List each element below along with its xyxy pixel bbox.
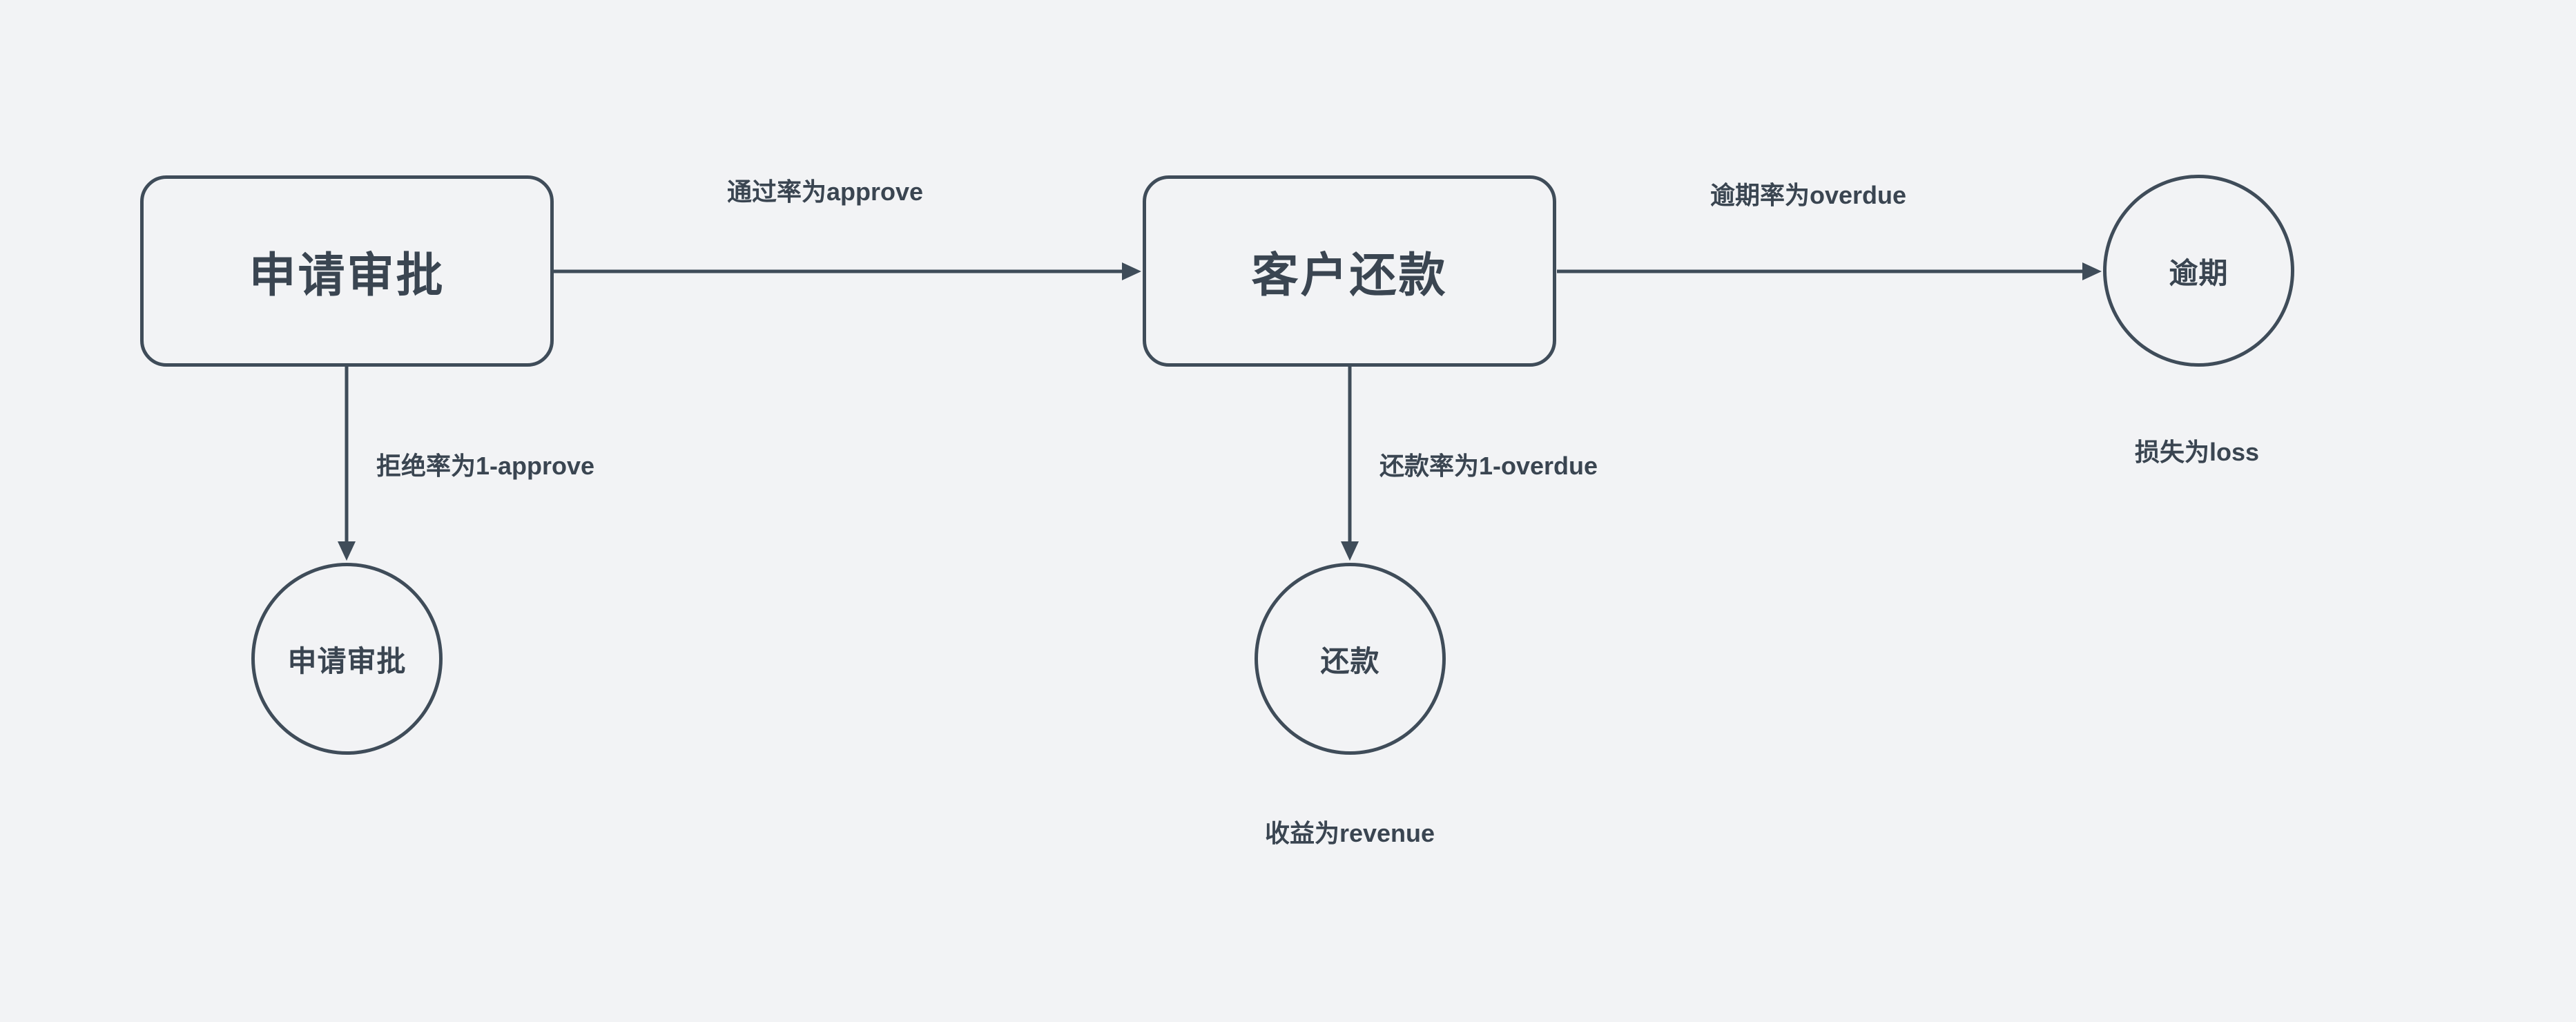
arrowhead-right-icon	[1122, 262, 1141, 280]
arrowhead-down-icon	[1341, 541, 1359, 561]
node-approval-label: 申请审批	[249, 249, 445, 302]
node-repaid-terminal: 还款	[1255, 563, 1446, 755]
edge-overdue	[1557, 262, 2102, 280]
node-reject-terminal: 申请审批	[251, 563, 443, 755]
edge-label-approve-rate: 通过率为approve	[727, 177, 924, 206]
node-repayment-label: 客户还款	[1251, 249, 1448, 302]
note-revenue: 收益为revenue	[1264, 819, 1435, 847]
edge-label-reject-rate: 拒绝率为1-approve	[376, 452, 595, 480]
edge-label-overdue-rate: 逾期率为overdue	[1710, 181, 1907, 209]
node-customer-repayment: 客户还款	[1143, 175, 1556, 367]
node-repaid-terminal-label: 还款	[1320, 644, 1380, 677]
arrowhead-right-icon	[2082, 262, 2102, 280]
node-approval-process: 申请审批	[140, 175, 554, 367]
edge-approve	[554, 262, 1141, 280]
node-reject-terminal-label: 申请审批	[287, 644, 407, 677]
edge-reject	[338, 367, 356, 561]
node-overdue-terminal: 逾期	[2103, 175, 2294, 367]
arrowhead-down-icon	[338, 541, 356, 561]
edge-repay	[1341, 367, 1359, 561]
node-overdue-terminal-label: 逾期	[2169, 256, 2229, 289]
note-loss: 损失为loss	[2134, 438, 2260, 466]
edge-label-repay-rate: 还款率为1-overdue	[1379, 452, 1598, 480]
